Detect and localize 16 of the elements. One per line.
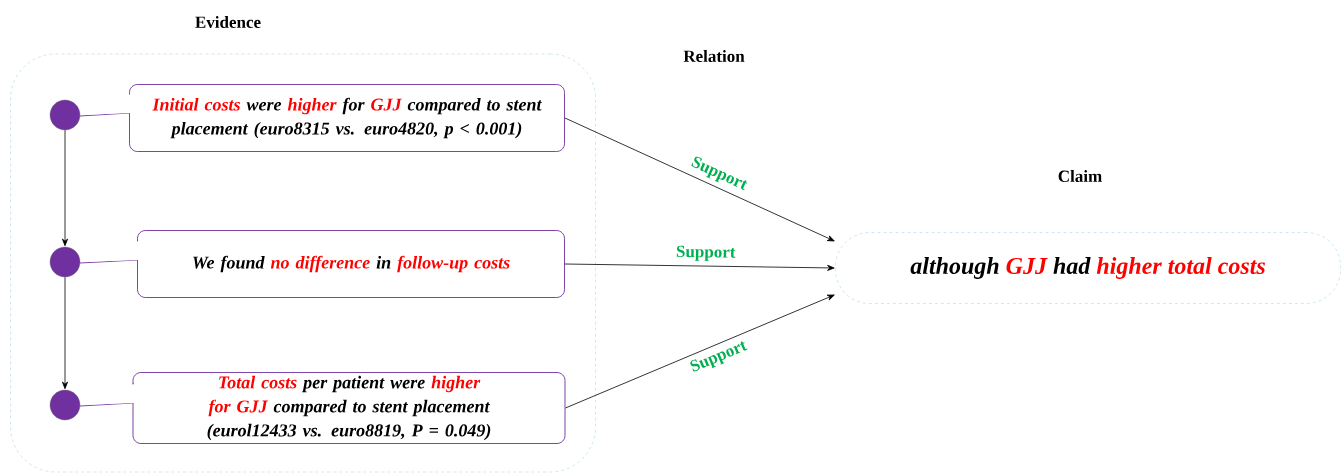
heading: Evidence: [195, 16, 261, 28]
speech-bubble: Initial costs were higher for GJJ compared to stent placement (euro8315 vs. euro4820, p < 0.001): [79, 84, 565, 152]
heading: Relation: [683, 50, 745, 62]
edge-label: Support: [674, 244, 737, 263]
claim-box: although GJJ had higher total costs: [835, 232, 1341, 304]
arrow: [565, 294, 835, 409]
circle-marker: [49, 246, 81, 278]
arrow: [62, 276, 68, 390]
speech-bubble: We found no difference in follow-up costs: [79, 230, 565, 298]
circle-marker: [49, 99, 81, 131]
speech-bubble: Total costs per patient were higher for GJJ compared to stent placement (eurol12433 vs. euro8819, P = 0.049): [79, 372, 566, 444]
circle-marker: [49, 389, 81, 421]
heading: Claim: [1058, 170, 1102, 182]
arrow: [62, 129, 68, 247]
arrow: [564, 263, 835, 271]
arrow: [564, 117, 835, 242]
